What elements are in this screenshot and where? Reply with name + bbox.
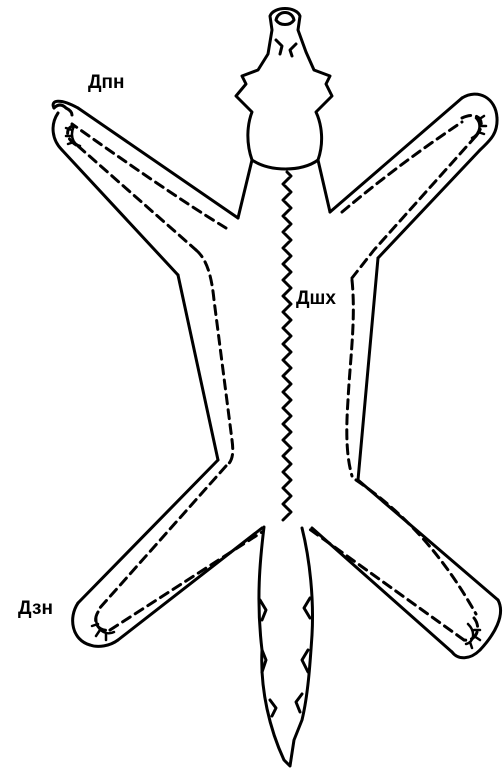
hind-paw-label: Дзн [18,598,53,619]
neck-tail-label: Дшх [296,288,336,309]
body-outline [53,94,501,658]
head [236,9,332,170]
front-paw-label: Дпн [88,72,125,93]
dashed-cut-lines [68,115,482,640]
center-seam [283,172,291,520]
tail [259,527,313,766]
